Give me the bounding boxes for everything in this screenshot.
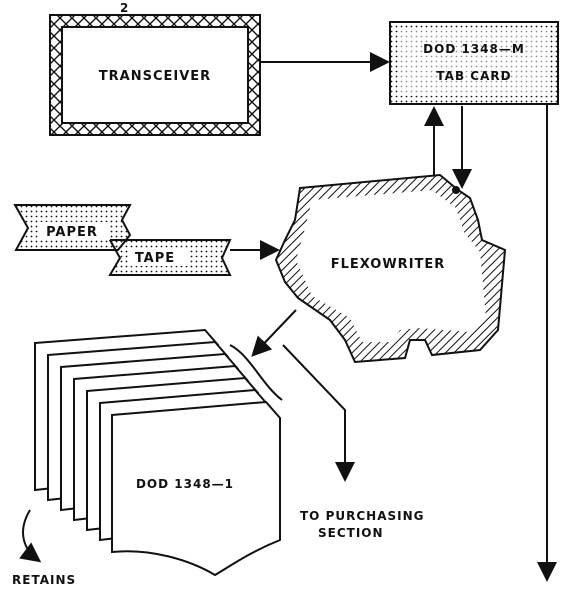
transceiver-label: TRANSCEIVER <box>99 69 211 84</box>
retains-label: RETAINS <box>12 573 76 587</box>
to-purchasing-line1: TO PURCHASING <box>300 509 424 523</box>
flexowriter-label: FLEXOWRITER <box>331 257 446 272</box>
paper-tape-line2: TAPE <box>135 251 175 266</box>
tab-card-subtitle: TAB CARD <box>436 69 511 83</box>
arrow-to-purchasing <box>283 345 345 478</box>
transceiver-box: TRANSCEIVER <box>50 15 260 135</box>
form-stack <box>35 330 280 575</box>
arrow-flexowriter-to-forms <box>254 310 296 354</box>
tab-card-title: DOD 1348—M <box>423 42 525 56</box>
form-label: DOD 1348—1 <box>136 477 234 491</box>
arrow-retains <box>23 510 38 560</box>
top-mark: 2 <box>120 1 129 15</box>
paper-tape-line1: PAPER <box>46 225 98 240</box>
to-purchasing-line2: SECTION <box>318 526 384 540</box>
paper-tape: PAPER TAPE <box>15 205 230 275</box>
flexowriter-shape: FLEXOWRITER <box>276 175 505 362</box>
tab-card-box: DOD 1348—M TAB CARD <box>390 22 558 104</box>
